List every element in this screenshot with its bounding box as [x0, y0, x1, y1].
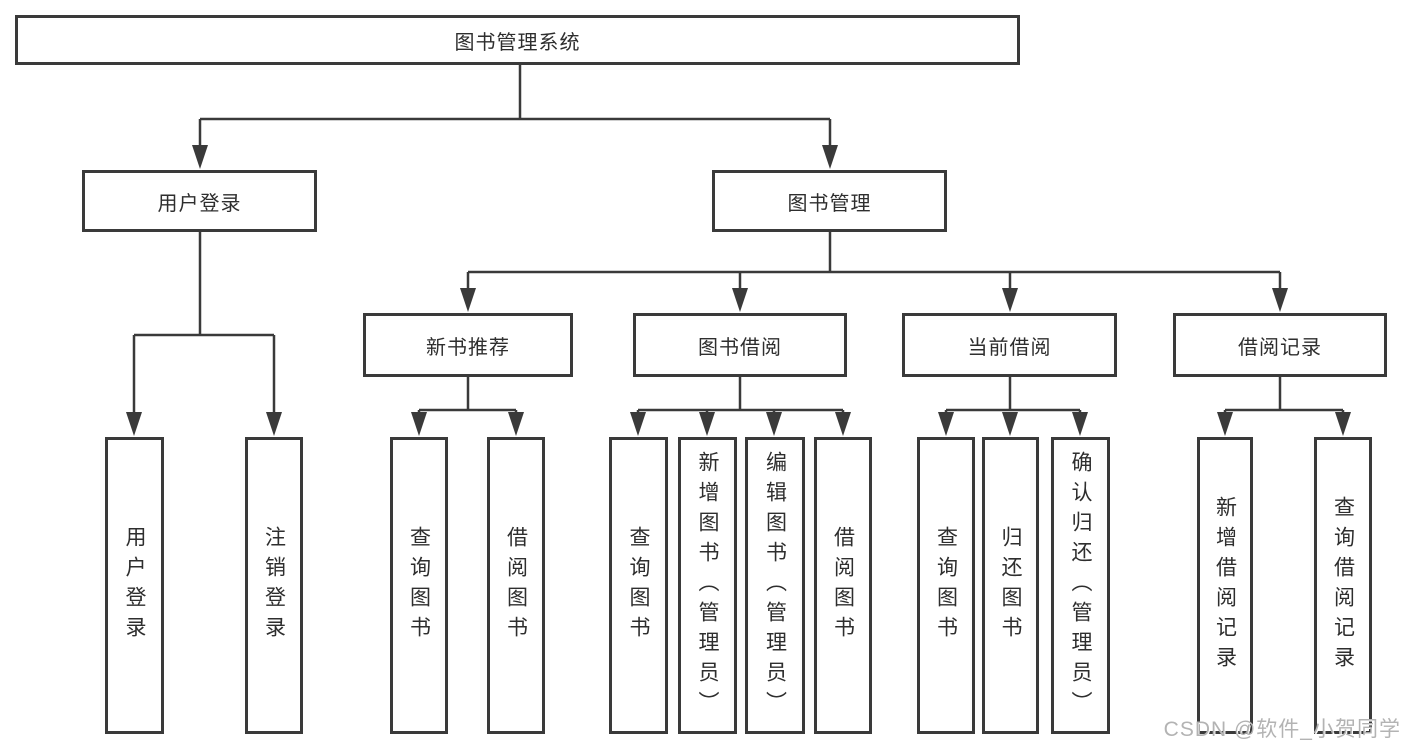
node-query-books-recommend: 查询图书	[390, 437, 448, 734]
arrow-down-icon	[460, 288, 476, 312]
node-book-borrow: 图书借阅	[633, 313, 847, 377]
node-borrow-books-recommend: 借阅图书	[487, 437, 545, 734]
csdn-watermark: CSDN @软件_小贺同学	[1163, 718, 1401, 741]
arrow-down-icon	[411, 412, 427, 436]
node-logout: 注销登录	[245, 437, 303, 734]
arrow-down-icon	[1002, 412, 1018, 436]
node-login: 用户登录	[105, 437, 164, 734]
node-query-books-current: 查询图书	[917, 437, 975, 734]
arrow-down-icon	[835, 412, 851, 436]
arrow-down-icon	[192, 145, 208, 169]
node-query-borrow-record: 查询借阅记录	[1314, 437, 1372, 734]
node-current-borrow: 当前借阅	[902, 313, 1117, 377]
arrow-down-icon	[508, 412, 524, 436]
arrow-down-icon	[938, 412, 954, 436]
node-confirm-return-admin: 确认归还（管理员）	[1051, 437, 1110, 734]
arrow-down-icon	[732, 288, 748, 312]
arrow-down-icon	[1002, 288, 1018, 312]
arrow-down-icon	[822, 145, 838, 169]
node-return-book: 归还图书	[982, 437, 1039, 734]
arrow-down-icon	[1217, 412, 1233, 436]
node-borrow-books-borrow: 借阅图书	[814, 437, 872, 734]
node-new-book-recommend: 新书推荐	[363, 313, 573, 377]
arrow-down-icon	[1335, 412, 1351, 436]
node-edit-book-admin: 编辑图书（管理员）	[745, 437, 805, 734]
node-book-management: 图书管理	[712, 170, 947, 232]
node-add-borrow-record: 新增借阅记录	[1197, 437, 1253, 734]
node-user-login: 用户登录	[82, 170, 317, 232]
node-root-system: 图书管理系统	[15, 15, 1020, 65]
arrow-down-icon	[126, 412, 142, 436]
arrow-down-icon	[266, 412, 282, 436]
node-add-book-admin: 新增图书（管理员）	[678, 437, 737, 734]
arrow-down-icon	[699, 412, 715, 436]
node-borrow-records: 借阅记录	[1173, 313, 1387, 377]
node-query-books-borrow: 查询图书	[609, 437, 668, 734]
arrow-down-icon	[630, 412, 646, 436]
arrow-down-icon	[1272, 288, 1288, 312]
arrow-down-icon	[766, 412, 782, 436]
arrow-down-icon	[1072, 412, 1088, 436]
